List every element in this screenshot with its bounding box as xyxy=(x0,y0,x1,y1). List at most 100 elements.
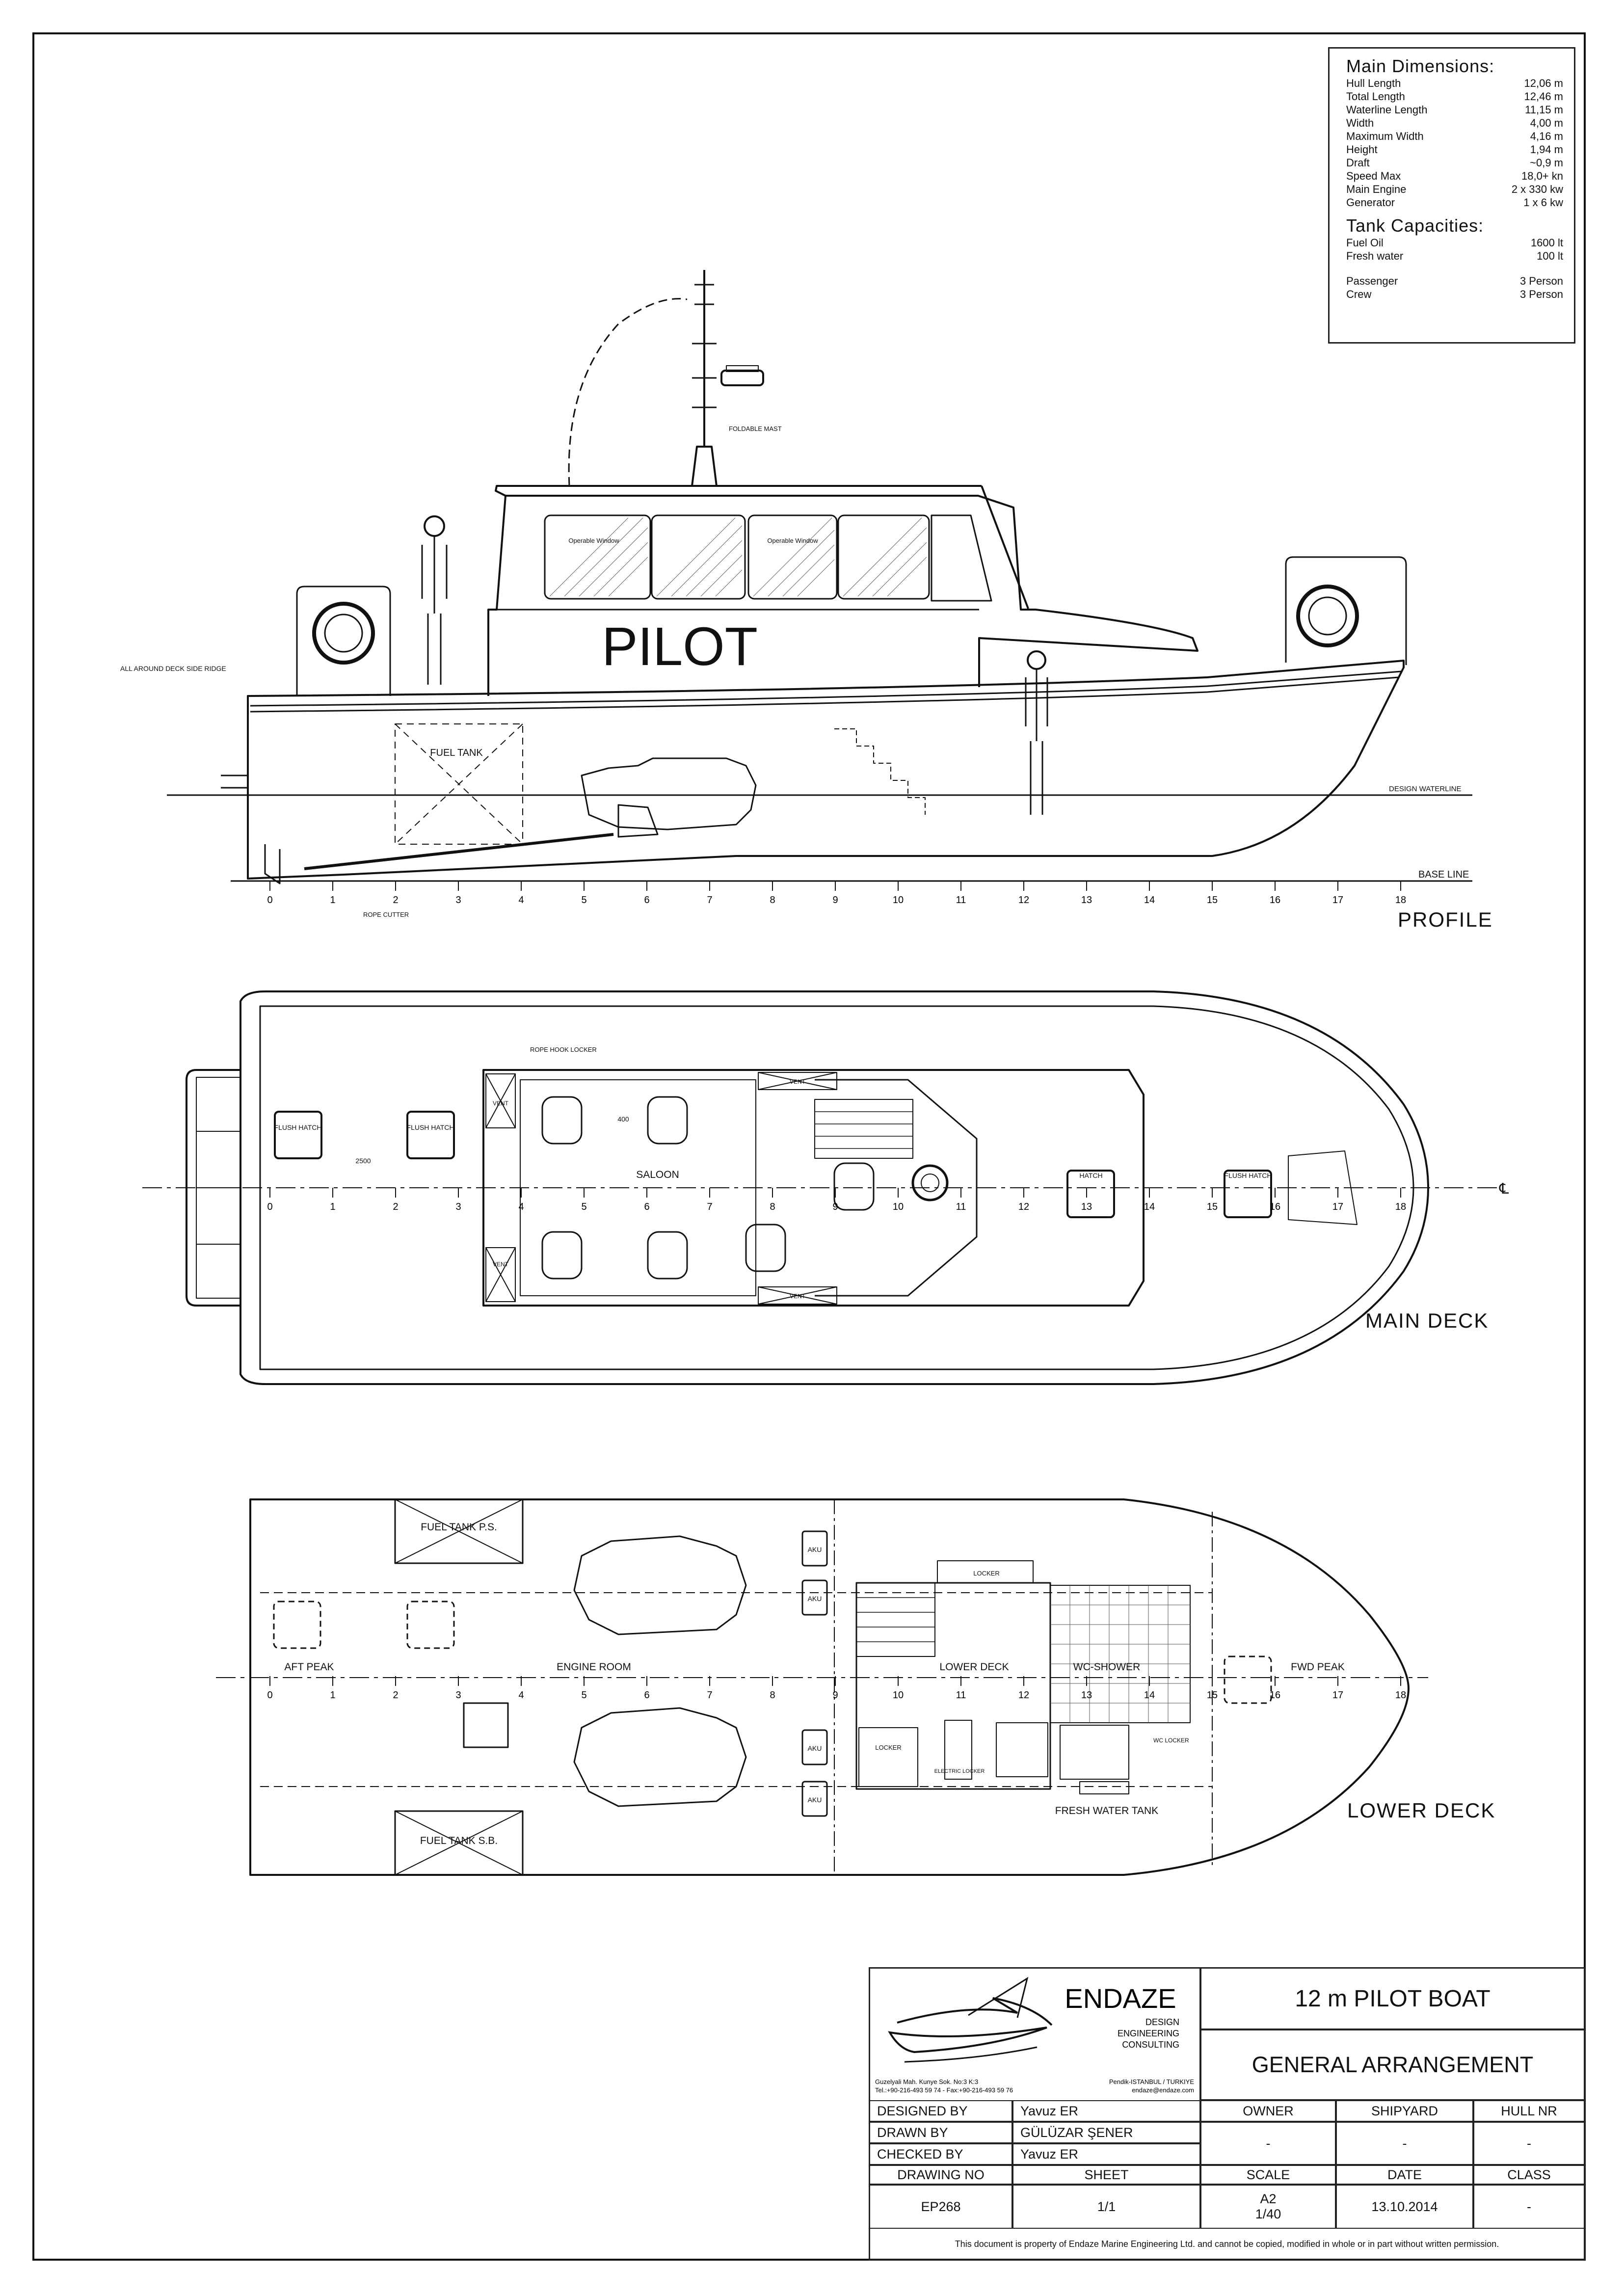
tank-capacities-heading: Tank Capacities: xyxy=(1346,215,1484,236)
frame-number: 0 xyxy=(267,895,272,906)
label-aku-1: AKU xyxy=(808,1546,822,1553)
label-flush-hatch-3: FLUSH HATCH xyxy=(1225,1172,1272,1179)
frame-number: 13 xyxy=(1081,895,1092,906)
dimension-row: Height 1,94 m xyxy=(1346,143,1563,156)
frame-number: 1 xyxy=(330,895,335,906)
label-flush-hatch-1: FLUSH HATCH xyxy=(274,1123,322,1131)
frame-number: 7 xyxy=(707,1690,712,1701)
dimension-value: 4,16 m xyxy=(1530,130,1563,142)
label-aku-3: AKU xyxy=(808,1744,822,1752)
dimension-label: Total Length xyxy=(1346,90,1405,103)
svg-text:endaze@endaze.com: endaze@endaze.com xyxy=(1132,2086,1194,2094)
label-vent-1: VENT xyxy=(493,1100,509,1107)
dimension-label: Waterline Length xyxy=(1346,104,1428,116)
people-label: Crew xyxy=(1346,288,1372,300)
frame-number: 7 xyxy=(707,1201,712,1212)
frame-number: 10 xyxy=(893,895,904,906)
tank-label: Fresh water xyxy=(1346,250,1404,262)
people-label: Passenger xyxy=(1346,275,1398,287)
frame-number: 15 xyxy=(1207,1690,1218,1701)
class: - xyxy=(1473,2185,1584,2229)
label-locker-1: LOCKER xyxy=(973,1570,999,1577)
frame-number: 13 xyxy=(1081,1201,1092,1212)
frame-number: 11 xyxy=(956,1201,966,1212)
company-logo: ENDAZE DESIGN ENGINEERING CONSULTING Guz… xyxy=(875,1976,1194,2094)
dimension-label: Speed Max xyxy=(1346,170,1401,182)
label-rope-hook-locker: ROPE HOOK LOCKER xyxy=(530,1046,597,1053)
frame-number: 16 xyxy=(1270,1690,1280,1701)
frame-number: 7 xyxy=(707,895,712,906)
frame-number: 9 xyxy=(832,1201,838,1212)
label-vent-2: VENT xyxy=(493,1261,509,1268)
tank-label: Fuel Oil xyxy=(1346,237,1384,249)
dimension-value: 12,06 m xyxy=(1524,77,1564,89)
label-foldable-mast: FOLDABLE MAST xyxy=(729,425,782,432)
profile-view xyxy=(167,270,1472,884)
frame-number: 8 xyxy=(770,1690,775,1701)
label-flush-hatch-2: FLUSH HATCH xyxy=(407,1123,454,1131)
label-aku-4: AKU xyxy=(808,1796,822,1804)
lower-deck-outline xyxy=(249,1498,1410,1876)
scale: A2 1/40 xyxy=(1200,2185,1336,2229)
dimension-label: Maximum Width xyxy=(1346,130,1424,142)
drawing-title: GENERAL ARRANGEMENT xyxy=(1200,2029,1584,2100)
main-deck-caption: MAIN DECK xyxy=(1365,1309,1489,1332)
profile-hull xyxy=(247,660,1405,880)
frame-number: 2 xyxy=(393,895,398,906)
date: 13.10.2014 xyxy=(1336,2185,1473,2229)
label-operable-window-2: Operable Window xyxy=(767,537,818,544)
svg-text:Guzelyali Mah. Kunye Sok. No:3: Guzelyali Mah. Kunye Sok. No:3 K:3 xyxy=(875,2078,978,2085)
frame-number: 17 xyxy=(1332,895,1343,906)
label-fuel-tank: FUEL TANK xyxy=(430,748,483,758)
frame-number: 8 xyxy=(770,1201,775,1212)
company-logo-area: ENDAZE DESIGN ENGINEERING CONSULTING Guz… xyxy=(870,1969,1200,2100)
lower-deck-caption: LOWER DECK xyxy=(1347,1799,1496,1822)
label-base-line: BASE LINE xyxy=(1418,869,1469,880)
dimension-value: 1,94 m xyxy=(1530,143,1563,156)
svg-text:Tel.:+90-216-493 59 74 - Fax:+: Tel.:+90-216-493 59 74 - Fax:+90-216-493… xyxy=(875,2086,1013,2094)
main-deck-view xyxy=(142,990,1497,1385)
svg-text:DESIGN: DESIGN xyxy=(1145,2017,1179,2027)
checked-by: Yavuz ER xyxy=(1012,2143,1200,2165)
frame-number: 12 xyxy=(1018,895,1029,906)
frame-number: 2 xyxy=(393,1690,398,1701)
frame-number: 14 xyxy=(1144,1690,1155,1701)
frame-number: 6 xyxy=(644,1690,649,1701)
dimension-label: Height xyxy=(1346,143,1378,156)
frame-number: 6 xyxy=(644,895,649,906)
frame-number: 10 xyxy=(893,1201,904,1212)
label-wc-shower: WC-SHOWER xyxy=(1073,1661,1140,1673)
frame-number: 0 xyxy=(267,1690,272,1701)
label-aku-2: AKU xyxy=(808,1595,822,1602)
label-saloon: SALOON xyxy=(636,1169,679,1180)
designed-by: Yavuz ER xyxy=(1012,2100,1200,2122)
owner: - xyxy=(1200,2122,1336,2165)
people-value: 3 Person xyxy=(1519,275,1563,287)
dimension-value: 1 x 6 kw xyxy=(1523,196,1563,209)
frame-number: 1 xyxy=(330,1201,335,1212)
label-engine-room: ENGINE ROOM xyxy=(557,1661,631,1673)
main-deck-outline xyxy=(240,990,1429,1385)
frame-number: 2 xyxy=(393,1201,398,1212)
frame-number: 14 xyxy=(1144,1201,1155,1212)
frame-number: 4 xyxy=(518,1201,524,1212)
label-rope-cutter: ROPE CUTTER xyxy=(363,911,409,918)
label-operable-window-1: Operable Window xyxy=(568,537,619,544)
label-hatch: HATCH xyxy=(1079,1172,1102,1179)
dimension-value: 4,00 m xyxy=(1530,117,1563,129)
svg-text:CONSULTING: CONSULTING xyxy=(1122,2040,1179,2050)
frame-number: 15 xyxy=(1207,1201,1218,1212)
label-electric-locker: ELECTRIC LOCKER xyxy=(934,1768,985,1774)
frame-number: 5 xyxy=(581,1201,586,1212)
frame-number: 18 xyxy=(1395,1690,1406,1701)
label-fuel-tank-ps: FUEL TANK P.S. xyxy=(421,1522,497,1533)
label-deck-ridge: ALL AROUND DECK SIDE RIDGE xyxy=(120,665,226,672)
